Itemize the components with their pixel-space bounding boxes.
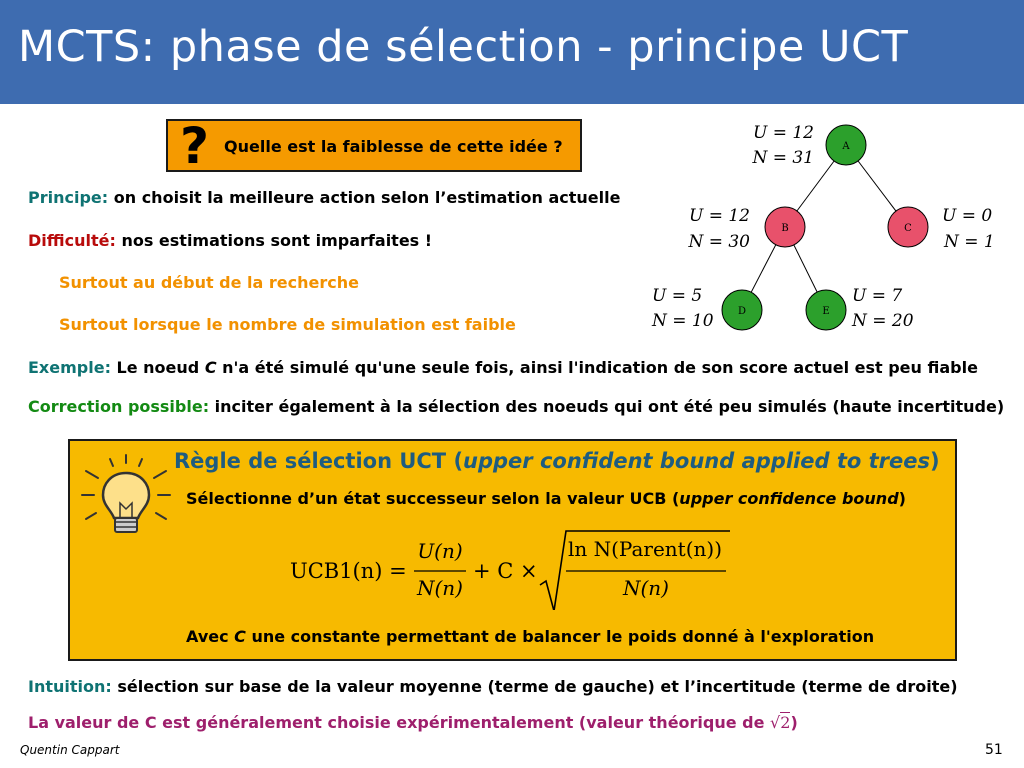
tree-node-label: D: [738, 306, 746, 317]
exemple-pre: Le noeud: [110, 358, 205, 377]
question-text: Quelle est la faiblesse de cette idée ?: [224, 137, 563, 156]
tree-n-label: N = 20: [851, 311, 914, 331]
rule-title-italic: upper confident bound applied to trees: [463, 449, 930, 473]
tree-n-label: N = 10: [651, 311, 714, 331]
tree-node-label: B: [781, 223, 788, 234]
formula-operator: + C ×: [473, 559, 538, 583]
tree-u-label: U = 12: [689, 206, 750, 226]
exemple-label: Exemple:: [28, 358, 111, 377]
sub-point-1: Surtout au début de la recherche: [59, 273, 359, 292]
page-number: 51: [985, 742, 1003, 758]
formula-frac2-den: N(n): [622, 576, 669, 600]
tree-node-b: B U = 12 N = 30: [687, 206, 806, 252]
correction-line: Correction possible: inciter également à…: [28, 397, 1004, 416]
valeur-c-line: La valeur de C est généralement choisie …: [28, 712, 798, 732]
rule-sub-italic: upper confidence bound: [679, 489, 899, 508]
intuition-text: sélection sur base de la valeur moyenne …: [111, 677, 958, 696]
footer-author: Quentin Cappart: [20, 743, 120, 757]
lightbulb-icon: [81, 454, 171, 533]
rule-sub-post: ): [898, 489, 906, 508]
tree-u-label: U = 12: [753, 123, 814, 143]
principe-line: Principe: on choisit la meilleure action…: [28, 188, 620, 207]
exemple-c: C: [204, 358, 217, 377]
intuition-line: Intuition: sélection sur base de la vale…: [28, 677, 958, 696]
tree-u-label: U = 0: [942, 206, 992, 226]
formula-frac1-num: U(n): [417, 539, 462, 563]
rule-title-post: ): [929, 449, 940, 473]
sqrt-icon: √: [770, 713, 781, 732]
tree-node-label: C: [904, 223, 912, 234]
difficulte-text: nos estimations sont imparfaites !: [115, 231, 433, 250]
formula-sqrt-sign: [539, 530, 730, 610]
formula-frac2-num: ln N(Parent(n)): [568, 537, 722, 561]
rule-title: Règle de sélection UCT (upper confident …: [174, 449, 940, 473]
rule-title-pre: Règle de sélection UCT (: [174, 449, 464, 473]
tree-diagram: A U = 12 N = 31 B U = 12 N = 30 C U = 0 …: [651, 123, 995, 331]
exemple-post: n'a été simulé qu'une seule fois, ainsi …: [216, 358, 978, 377]
correction-label: Correction possible:: [28, 397, 210, 416]
rule-foot-pre: Avec: [186, 627, 235, 646]
correction-text: inciter également à la sélection des noe…: [209, 397, 1005, 416]
tree-node-c: C U = 0 N = 1: [887, 206, 995, 252]
valeur-c-pre: La valeur de C est généralement choisie …: [28, 713, 771, 732]
tree-node-label: A: [841, 141, 850, 152]
principe-text: on choisit la meilleure action selon l’e…: [108, 188, 621, 207]
tree-node-d: D U = 5 N = 10: [651, 286, 763, 331]
formula-frac1-den: N(n): [416, 576, 463, 600]
slide-title: MCTS: phase de sélection - principe UCT: [18, 22, 909, 72]
tree-node-e: E U = 7 N = 20: [805, 286, 914, 331]
tree-node-a: A U = 12 N = 31: [751, 123, 867, 168]
intuition-label: Intuition:: [28, 677, 112, 696]
tree-n-label: N = 31: [751, 148, 814, 168]
question-box: ? Quelle est la faiblesse de cette idée …: [166, 117, 582, 175]
uct-rule-box: Règle de sélection UCT (upper confident …: [68, 439, 957, 661]
rule-subtitle: Sélectionne d’un état successeur selon l…: [186, 489, 906, 508]
tree-n-label: N = 30: [687, 232, 750, 252]
difficulte-line: Difficulté: nos estimations sont imparfa…: [28, 231, 432, 250]
question-mark-icon: ?: [180, 117, 210, 175]
rule-sub-pre: Sélectionne d’un état successeur selon l…: [186, 489, 680, 508]
sqrt-argument: 2: [780, 712, 791, 732]
tree-n-label: N = 1: [943, 232, 995, 252]
difficulte-label: Difficulté:: [28, 231, 116, 250]
exemple-line: Exemple: Le noeud C n'a été simulé qu'un…: [28, 358, 978, 377]
tree-u-label: U = 7: [852, 286, 902, 306]
rule-foot-c: C: [234, 627, 246, 646]
principe-label: Principe:: [28, 188, 109, 207]
formula-lhs: UCB1(n) =: [290, 559, 407, 583]
tree-node-label: E: [822, 306, 829, 317]
title-bar: MCTS: phase de sélection - principe UCT: [0, 0, 1024, 104]
rule-footnote: Avec C une constante permettant de balan…: [186, 627, 874, 646]
ucb1-formula: UCB1(n) = U(n) N(n) + C × ln N(Parent(n)…: [290, 530, 730, 610]
tree-u-label: U = 5: [652, 286, 702, 306]
sub-point-2: Surtout lorsque le nombre de simulation …: [59, 315, 516, 334]
rule-foot-post: une constante permettant de balancer le …: [245, 627, 875, 646]
valeur-c-post: ): [790, 713, 798, 732]
